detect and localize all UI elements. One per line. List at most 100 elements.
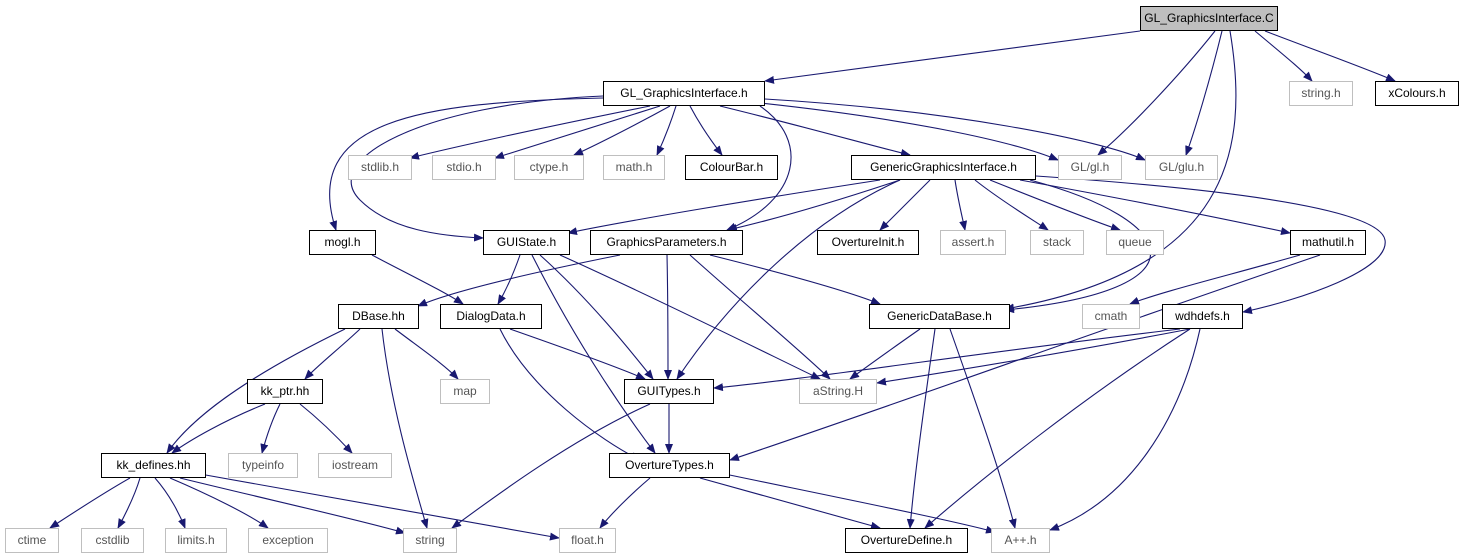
edge-kk-defines-hh-to-ctime: [49, 477, 131, 529]
edge-ggi-h-to-assert-h: [954, 179, 968, 231]
node-kk-defines-hh[interactable]: kk_defines.hh: [101, 453, 206, 478]
node-guistate-h[interactable]: GUIState.h: [483, 230, 570, 255]
node-float-h[interactable]: float.h: [559, 528, 616, 553]
edge-gdb-h-to-overturedefine-h: [906, 328, 936, 529]
node-xcolours-h[interactable]: xColours.h: [1375, 81, 1459, 106]
edge-c-to-gl-gl-h: [1097, 30, 1216, 156]
edge-guistate-h-to-dialogdata-h: [497, 254, 521, 305]
node-ctype-h[interactable]: ctype.h: [514, 155, 584, 180]
node-typeinfo[interactable]: typeinfo: [228, 453, 298, 478]
node-queue[interactable]: queue: [1106, 230, 1164, 255]
edge-kk-ptr-hh-to-iostream: [299, 403, 353, 454]
node-dbase-hh[interactable]: DBase.hh: [338, 304, 419, 329]
edge-kk-defines-hh-to-exception: [169, 477, 269, 529]
edge-dialogdata-h-to-guitypes-h: [509, 328, 646, 380]
edge-glgi-h-to-guistate-h: [350, 95, 604, 242]
node-limits-h[interactable]: limits.h: [165, 528, 227, 553]
edge-c-to-string-h: [1254, 30, 1313, 82]
node-gl-gl-h[interactable]: GL/gl.h: [1058, 155, 1122, 180]
node-stack[interactable]: stack: [1030, 230, 1084, 255]
edge-mogl-h-to-dialogdata-h: [371, 254, 464, 305]
edge-overturetypes-h-to-overturedefine-h: [699, 477, 881, 530]
node-overturedefine-h[interactable]: OvertureDefine.h: [845, 528, 968, 553]
node-cmath[interactable]: cmath: [1082, 304, 1140, 329]
node-genericdatabase-h[interactable]: GenericDataBase.h: [869, 304, 1010, 329]
edge-glgi-h-to-mogl-h: [329, 97, 604, 231]
edge-ggi-h-to-wdhdefs-h: [1035, 175, 1386, 315]
node-map[interactable]: map: [440, 379, 490, 404]
edge-gp-h-to-astring-h: [689, 254, 831, 380]
node-stdlib-h[interactable]: stdlib.h: [348, 155, 412, 180]
edge-dbase-hh-to-kk-defines-hh: [166, 328, 346, 454]
edge-ggi-h-to-guitypes-h: [676, 179, 901, 380]
edge-dbase-hh-to-string: [381, 328, 429, 529]
edge-gp-h-to-guitypes-h: [663, 254, 672, 380]
node-overtureinit-h[interactable]: OvertureInit.h: [817, 230, 919, 255]
node-overturetypes-h[interactable]: OvertureTypes.h: [609, 453, 730, 478]
node-stdio-h[interactable]: stdio.h: [432, 155, 496, 180]
node-gl-graphicsinterface-c[interactable]: GL_GraphicsInterface.C: [1140, 6, 1278, 31]
node-kk-ptr-hh[interactable]: kk_ptr.hh: [247, 379, 323, 404]
edge-ggi-h-to-overtureinit-h: [879, 179, 931, 231]
edge-dialogdata-h-to-overturetypes-h: [499, 328, 641, 461]
edge-ggi-h-to-mathutil-h: [1019, 179, 1291, 236]
edge-c-to-genericdatabase-h: [1004, 30, 1237, 312]
edge-ggi-h-to-queue: [989, 179, 1121, 231]
edge-gp-h-to-dbase-h: [417, 254, 621, 307]
edge-mathutil-h-to-cmath: [1129, 254, 1301, 305]
node-genericgraphicsinterface-h[interactable]: GenericGraphicsInterface.h: [851, 155, 1036, 180]
edge-gdb-h-to-astring-h: [849, 328, 921, 380]
node-guitypes-h[interactable]: GUITypes.h: [624, 379, 714, 404]
node-exception[interactable]: exception: [248, 528, 328, 553]
node-assert-h[interactable]: assert.h: [940, 230, 1006, 255]
edge-guitypes-h-to-string: [451, 403, 651, 529]
edge-glgi-h-to-gl-glu-h: [764, 98, 1146, 161]
node-app-h[interactable]: A++.h: [991, 528, 1050, 553]
edge-kk-defines-hh-to-cstdlib: [117, 477, 141, 529]
node-colourbar-h[interactable]: ColourBar.h: [685, 155, 778, 180]
edge-glgi-h-to-stdio-h: [494, 105, 661, 159]
node-gl-graphicsinterface-h[interactable]: GL_GraphicsInterface.h: [603, 81, 765, 106]
edge-c-to-xcolours-h: [1264, 30, 1396, 82]
edge-ggi-h-to-graphicsparameters-h: [727, 179, 901, 232]
node-cstdlib[interactable]: cstdlib: [81, 528, 144, 553]
edge-guistate-h-to-astring-h: [559, 254, 821, 380]
node-mogl-h[interactable]: mogl.h: [309, 230, 376, 255]
edge-mathutil-h-to-overturetypes-h: [729, 254, 1321, 461]
edge-glgi-h-to-math-h: [656, 105, 677, 156]
node-ctime[interactable]: ctime: [5, 528, 59, 553]
node-graphicsparameters-h[interactable]: GraphicsParameters.h: [590, 230, 743, 255]
node-string-h[interactable]: string.h: [1289, 81, 1353, 106]
edge-wdhdefs-h-to-astring-h: [876, 328, 1191, 386]
edge-guistate-h-to-overturetypes-h: [531, 254, 656, 454]
edge-wdhdefs-h-to-overturedefine-h: [924, 328, 1191, 529]
edge-dbase-hh-to-kk-ptr-hh: [304, 328, 361, 380]
edge-c-to-glgi-h: [764, 30, 1141, 84]
node-wdhdefs-h[interactable]: wdhdefs.h: [1162, 304, 1243, 329]
edge-kk-defines-hh-to-float-h: [199, 473, 560, 541]
edge-glgi-h-to-genericgraphicsinterface-h: [719, 105, 911, 157]
node-astring-h[interactable]: aString.H: [799, 379, 877, 404]
edge-glgi-h-to-graphicsparameters-h: [726, 105, 792, 231]
node-dialogdata-h[interactable]: DialogData.h: [440, 304, 542, 329]
node-gl-glu-h[interactable]: GL/glu.h: [1145, 155, 1218, 180]
edge-dbase-hh-to-map: [394, 328, 459, 380]
edge-glgi-h-to-ctype-h: [573, 105, 671, 156]
edge-overturetypes-h-to-float-h: [599, 477, 651, 529]
edge-glgi-h-to-gl-gl-h: [759, 102, 1059, 161]
node-iostream[interactable]: iostream: [318, 453, 392, 478]
node-string[interactable]: string: [403, 528, 457, 553]
edge-glgi-h-to-colourbar-h: [689, 105, 723, 156]
edge-guistate-h-to-guitypes-h: [539, 254, 654, 380]
edge-kk-defines-hh-to-string: [179, 477, 406, 535]
edge-kk-defines-hh-to-limits-h: [154, 477, 186, 529]
node-math-h[interactable]: math.h: [603, 155, 665, 180]
edge-kk-ptr-hh-to-typeinfo: [260, 403, 281, 454]
edge-overturetypes-h-to-app-h: [719, 472, 996, 534]
edge-glgi-h-to-stdlib-h: [409, 105, 651, 160]
edge-gp-h-to-genericdatabase-h: [709, 254, 881, 305]
edge-gdb-h-to-app-h: [949, 328, 1017, 529]
node-mathutil-h[interactable]: mathutil.h: [1290, 230, 1366, 255]
